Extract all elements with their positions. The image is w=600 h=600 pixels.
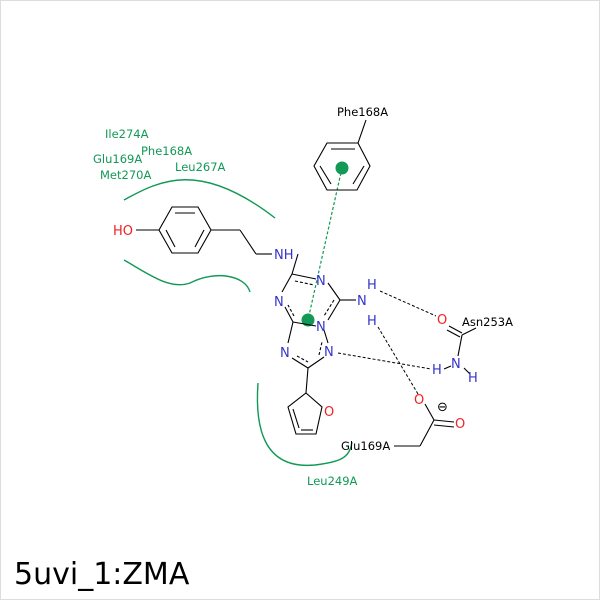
atom-ho: HO [113,224,133,239]
atom-charge: ⊖ [437,400,448,415]
bond-tri-inner-1 [294,280,315,286]
hbond-ring-asn-h [337,352,432,370]
bond-tri-3 [327,299,341,321]
label-met270: Met270A [100,168,151,182]
label-glu169: Glu169A [93,152,142,166]
residue-labels: Phe168A Ile274A Phe168A Glu169A Leu267A … [93,105,513,488]
phenol-ring [158,206,212,254]
asn-n-h2 [463,367,471,375]
ligand-bonds [136,206,356,435]
asn-c-o-2 [446,329,461,338]
bond-tri-5 [284,306,294,323]
atom-n-ring-2: N [274,295,284,310]
bond-az-4 [323,329,329,344]
phe-stem [357,119,367,144]
hbond-amine-glu [377,326,419,395]
bond-tri-2 [327,282,341,301]
asn-n-h1 [443,365,452,370]
atom-n-ring-5: N [324,345,334,360]
phenol-ring-inner-3 [165,229,176,248]
asn-c-o [448,325,463,334]
pi-stacking-line [307,167,343,321]
atom-n-asn: N [451,357,461,372]
label-phe168: Phe168A [141,144,192,158]
asn253-sidechain [443,325,477,375]
bond-tri-inner-3 [287,304,295,317]
atom-labels: HO NH N N N N N N H H O O N H H O O ⊖ [113,224,478,432]
ring-centroid-ligand [301,313,315,327]
asn-c-chain [461,327,477,336]
bond-tri-1 [291,273,317,280]
phe-inner-2 [352,165,365,185]
bond-tri-6 [281,273,293,293]
pi-stacking [301,161,349,327]
label-glu169-bottom: Glu169A [341,439,390,453]
bond-az-3 [307,356,325,369]
hydrophobic-contacts [123,179,353,466]
bond-az-1 [287,321,294,344]
glu169-sidechain [394,403,455,447]
label-asn253: Asn253A [462,315,513,329]
label-leu249: Leu249A [307,474,358,488]
label-phe168-top: Phe168A [337,105,388,119]
label-ile274: Ile274A [105,127,149,141]
hydrophobic-arc-upper [123,179,276,219]
label-leu267: Leu267A [175,160,226,174]
phenol-ring-inner-2 [194,229,205,248]
hydrogen-bonds [337,290,437,395]
glu-o1 [424,403,435,421]
atom-o-glu-2: O [455,417,465,432]
hydrophobic-arc-lower [123,259,251,293]
atom-nh-linker: NH [274,248,294,263]
bond-tri-4 [292,321,317,327]
furan-inner-2 [311,410,318,429]
furan-ring [287,392,323,435]
atom-n-ring-3: N [316,320,326,335]
bond-az-inner-2 [318,341,323,356]
bond-ch2-2 [239,229,257,255]
glu-o2 [433,419,455,423]
atom-n-ring-4: N [280,346,290,361]
atom-o-furan: O [324,405,334,420]
atom-o-glu-1: O [414,393,424,408]
ring-centroid-top [335,161,349,175]
bond-az-inner-1 [296,355,309,363]
atom-n-ring-1: N [316,274,326,289]
bond-nh-c [291,253,299,275]
glu-chain-1 [419,419,435,447]
atom-n-amine: N [357,294,367,309]
atom-h-asn-1: H [432,363,442,378]
furan-inner-1 [292,408,300,429]
asn-c-n [457,334,463,357]
atom-o-asn: O [437,313,447,328]
atom-h-amine-1: H [367,278,377,293]
phe-ring [313,142,371,191]
bond-az-2 [291,357,309,369]
phe168-sidechain [313,119,371,191]
hydrophobic-arc-bottom [256,382,353,466]
bond-tri-inner-2 [323,299,335,317]
bond-furan-link [305,367,309,394]
hbond-amine-asn-o [379,290,437,317]
atom-h-amine-2: H [367,314,377,329]
phe-inner-3 [319,165,332,185]
glu-o2-dbl [433,424,455,428]
diagram-caption: 5uvi_1:ZMA [14,557,190,592]
atom-h-asn-2: H [468,371,478,386]
